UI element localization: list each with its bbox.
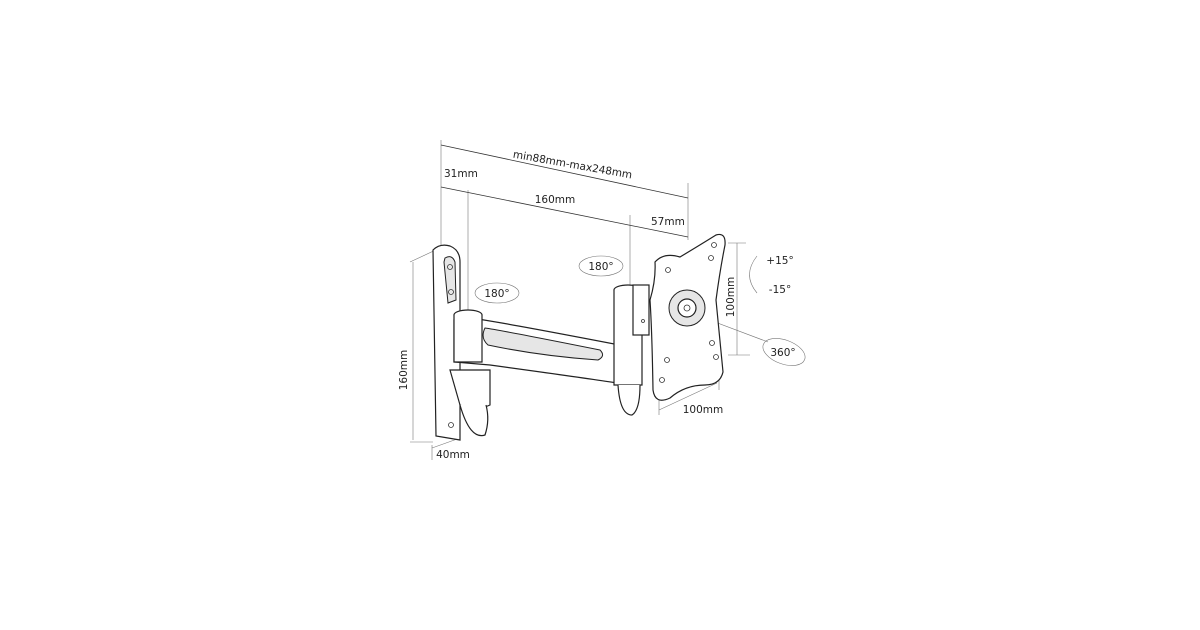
- rotation-label: 360°: [770, 347, 795, 359]
- wall-swivel-label: 180°: [484, 288, 509, 300]
- wall-plate-height-label: 160mm: [398, 350, 410, 391]
- wall-offset-label: 31mm: [444, 168, 478, 180]
- extension-range-label: min88mm-max248mm: [512, 149, 633, 182]
- wall-plate-width-label: 40mm: [436, 449, 470, 461]
- plate-height-label: 100mm: [725, 277, 737, 318]
- rotation-indicators: [474, 255, 806, 366]
- arm-length-label: 160mm: [535, 194, 576, 206]
- vesa-plate: [649, 233, 726, 401]
- arm-swivel-label: 180°: [588, 261, 613, 273]
- swing-arm: [449, 284, 650, 437]
- tilt-down-label: -15°: [769, 284, 791, 296]
- dimension-lines: [409, 140, 769, 460]
- tilt-up-label: +15°: [766, 255, 793, 267]
- wall-plate: [432, 244, 461, 441]
- plate-width-label: 100mm: [683, 404, 724, 416]
- head-offset-label: 57mm: [651, 216, 685, 228]
